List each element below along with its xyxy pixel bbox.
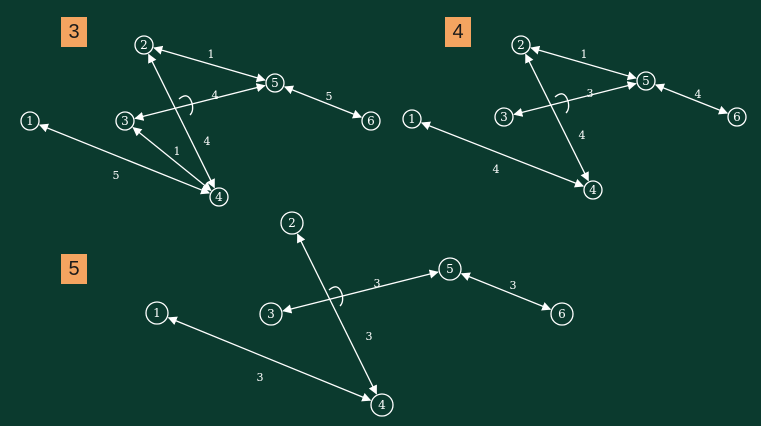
edge-1-4 bbox=[167, 316, 372, 402]
node-label-5: 5 bbox=[446, 262, 454, 276]
node-3 bbox=[115, 111, 135, 131]
node-5 bbox=[265, 73, 285, 93]
node-label-5: 5 bbox=[642, 74, 650, 88]
edge-crossing-hop bbox=[178, 95, 194, 116]
node-5 bbox=[438, 257, 462, 281]
node-4 bbox=[583, 180, 603, 200]
edge-weight-2-5: 1 bbox=[581, 48, 588, 61]
node-6 bbox=[727, 107, 747, 127]
edge-weight-1-4: 4 bbox=[493, 163, 500, 176]
node-label-2: 2 bbox=[140, 38, 148, 52]
edge-weight-1-4: 3 bbox=[257, 371, 264, 384]
edge-weight-4-2: 3 bbox=[366, 330, 373, 343]
edge-weight-4-3: 1 bbox=[174, 145, 181, 158]
edge-3-5 bbox=[513, 81, 637, 117]
node-3 bbox=[259, 302, 283, 326]
node-3 bbox=[494, 107, 514, 127]
edge-crossing-hop bbox=[554, 93, 570, 114]
node-1 bbox=[20, 111, 40, 131]
step-badge-4: 4 bbox=[445, 17, 471, 47]
edge-weight-3-5: 3 bbox=[587, 87, 594, 100]
node-2 bbox=[134, 35, 154, 55]
graph-step-3: 1 4 5 1 4 5 1 2 3 4 5 6 bbox=[20, 35, 381, 207]
node-label-6: 6 bbox=[733, 110, 741, 124]
edge-weight-5-6: 3 bbox=[510, 279, 517, 292]
edge-4-2 bbox=[296, 233, 378, 395]
edge-weight-4-2: 4 bbox=[204, 135, 211, 148]
node-label-3: 3 bbox=[121, 114, 129, 128]
edge-5-6 bbox=[654, 83, 729, 115]
edge-weight-5-6: 4 bbox=[695, 88, 702, 101]
step-badge-3: 3 bbox=[61, 17, 87, 47]
node-label-6: 6 bbox=[558, 307, 566, 321]
edge-3-5 bbox=[282, 269, 439, 314]
edge-5-6 bbox=[460, 272, 552, 311]
edge-weight-5-6: 5 bbox=[326, 90, 333, 103]
edge-weight-3-5: 4 bbox=[212, 89, 219, 102]
edge-1-4 bbox=[420, 121, 585, 188]
node-label-2: 2 bbox=[517, 38, 525, 52]
node-label-4: 4 bbox=[378, 398, 386, 412]
edge-weight-1-4: 5 bbox=[113, 169, 120, 182]
node-label-4: 4 bbox=[215, 190, 223, 204]
edge-4-3 bbox=[132, 127, 212, 191]
node-label-1: 1 bbox=[153, 306, 161, 320]
node-5 bbox=[636, 71, 656, 91]
node-2 bbox=[280, 211, 304, 235]
node-label-3: 3 bbox=[500, 110, 508, 124]
node-label-3: 3 bbox=[267, 307, 275, 321]
edge-4-2 bbox=[148, 53, 215, 189]
node-1 bbox=[402, 109, 422, 129]
node-1 bbox=[145, 301, 169, 325]
node-label-6: 6 bbox=[367, 114, 375, 128]
edge-weight-2-5: 1 bbox=[208, 48, 215, 61]
node-4 bbox=[370, 393, 394, 417]
node-label-1: 1 bbox=[408, 112, 416, 126]
node-6 bbox=[550, 302, 574, 326]
node-label-1: 1 bbox=[26, 114, 34, 128]
node-2 bbox=[511, 35, 531, 55]
node-label-4: 4 bbox=[589, 183, 597, 197]
edge-1-4 bbox=[38, 123, 211, 195]
node-label-5: 5 bbox=[271, 76, 279, 90]
graph-step-4: 1 3 4 4 4 1 2 3 4 5 6 bbox=[402, 35, 747, 200]
node-label-2: 2 bbox=[288, 216, 296, 230]
edge-weight-3-5: 3 bbox=[374, 277, 381, 290]
graph-step-5: 3 3 3 3 1 2 3 4 5 6 bbox=[145, 211, 574, 417]
edge-4-2 bbox=[525, 53, 589, 182]
edge-crossing-hop bbox=[328, 286, 344, 307]
node-6 bbox=[361, 111, 381, 131]
edge-5-6 bbox=[283, 85, 363, 119]
node-4 bbox=[209, 187, 229, 207]
edge-weight-4-2: 4 bbox=[579, 129, 586, 142]
step-badge-5: 5 bbox=[61, 254, 87, 284]
edge-3-5 bbox=[134, 83, 266, 121]
